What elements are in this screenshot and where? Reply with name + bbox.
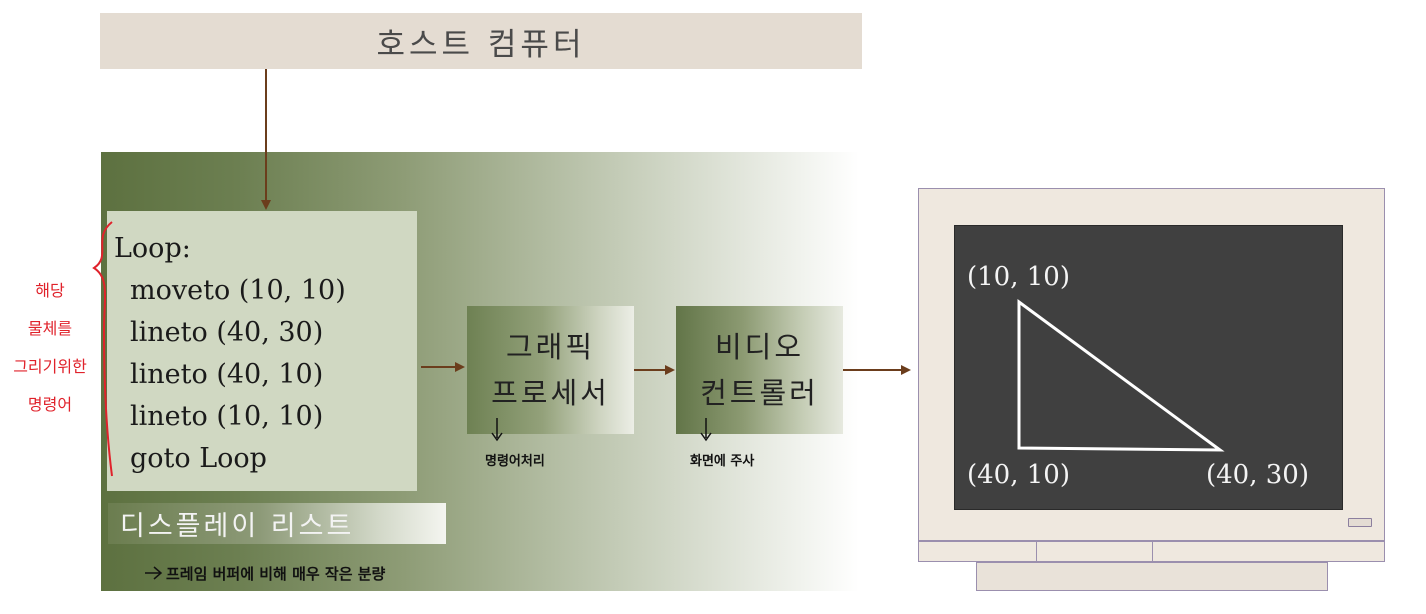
- graphics-processor-box: 그래픽 프로세서: [467, 306, 634, 434]
- red-note-line: 해당: [35, 281, 65, 300]
- red-side-note: 해당 물체를 그리기위한 명령어: [8, 272, 92, 424]
- screen-label-10-10: (10, 10): [967, 262, 1070, 292]
- monitor-base-divider: [1036, 541, 1037, 562]
- screen-label-40-30: (40, 30): [1206, 460, 1309, 490]
- host-computer-box: 호스트 컴퓨터: [100, 13, 862, 69]
- code-line-moveto: moveto (10, 10): [130, 275, 346, 306]
- display-list-code-box: Loop: moveto (10, 10) lineto (40, 30) li…: [107, 211, 417, 491]
- red-bracket: [92, 221, 113, 477]
- monitor-stand: [976, 562, 1328, 591]
- screen-label-40-10: (40, 10): [967, 460, 1070, 490]
- red-note-line: 물체를: [27, 319, 73, 338]
- code-line-goto: goto Loop: [130, 443, 267, 474]
- screen-triangle: [1017, 299, 1225, 452]
- monitor-power-button: [1348, 518, 1372, 527]
- graphics-processor-label-line2: 프로세서: [491, 376, 610, 410]
- graphics-processor-label-line1: 그래픽: [505, 330, 596, 364]
- display-list-note: 프레임 버퍼에 비해 매우 작은 분량: [166, 565, 386, 583]
- gp-note: 명령어처리: [485, 454, 545, 469]
- code-line-lineto-2: lineto (40, 10): [130, 359, 324, 390]
- monitor-base-bar: [918, 541, 1385, 562]
- code-line-loop: Loop:: [114, 233, 191, 264]
- red-note-line: 그리기위한: [13, 357, 87, 376]
- code-line-lineto-3: lineto (10, 10): [130, 401, 324, 432]
- video-controller-box: 비디오 컨트롤러: [676, 306, 843, 434]
- gp-note-arrow: [491, 418, 503, 442]
- monitor-base-divider: [1152, 541, 1153, 562]
- display-list-label: 디스플레이 리스트: [108, 503, 446, 544]
- vc-note: 화면에 주사: [690, 454, 755, 469]
- red-note-line: 명령어: [27, 395, 73, 414]
- display-list-label-text: 디스플레이 리스트: [120, 511, 355, 542]
- display-list-note-arrow: [145, 566, 163, 580]
- host-computer-label: 호스트 컴퓨터: [376, 26, 586, 63]
- vc-note-arrow: [700, 418, 712, 442]
- video-controller-label-line1: 비디오: [714, 330, 805, 364]
- code-line-lineto-1: lineto (40, 30): [130, 317, 324, 348]
- video-controller-label-line2: 컨트롤러: [700, 376, 819, 410]
